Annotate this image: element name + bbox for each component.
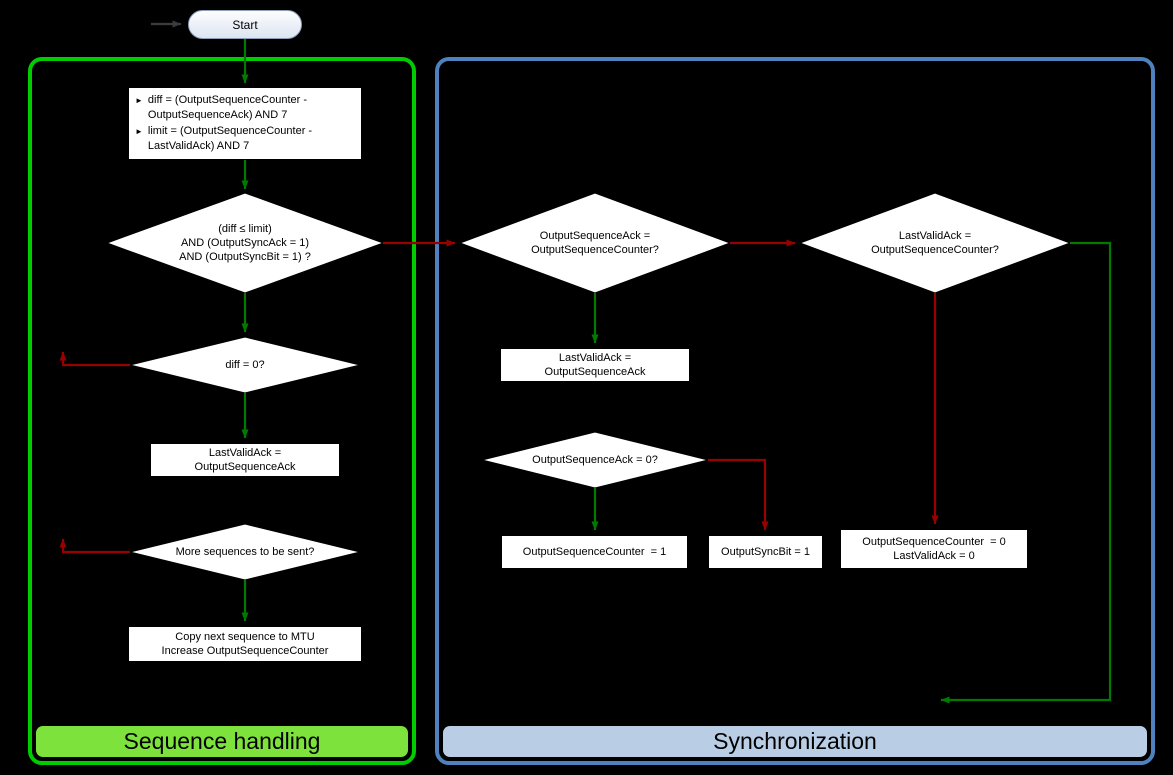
arrow-last-valid-yes-loop: [940, 241, 1112, 704]
more-sequences-diamond: [129, 523, 361, 581]
group-synchronization: Synchronization: [435, 57, 1155, 765]
init-limit-expression: limit = (OutputSequenceCounter - LastVal…: [147, 124, 313, 153]
copy-next-sequence-node: Copy next sequence to MTU Increase Outpu…: [128, 626, 362, 662]
ack-eq-counter-diamond: [458, 192, 732, 294]
sync-bit-one-node: OutputSyncBit = 1: [708, 535, 823, 569]
start-label: Start: [232, 17, 258, 32]
start-node: Start: [188, 10, 302, 39]
bullet-icon: ►: [135, 126, 143, 136]
sync-set-last-valid-ack-node: LastValidAck = OutputSequenceAck: [500, 348, 690, 382]
bullet-icon: ►: [135, 96, 143, 105]
init-variables-node: ► diff = (OutputSequenceCounter - Output…: [128, 87, 362, 160]
group-sequence-handling: Sequence handling: [28, 57, 416, 765]
arrow-more-seq-no-left: [59, 538, 130, 554]
ack-zero-diamond: [481, 431, 709, 489]
last-valid-eq-counter-diamond: [798, 192, 1072, 294]
arrow-diff-zero-no-left: [59, 351, 130, 367]
counter-one-node: OutputSequenceCounter = 1: [501, 535, 688, 569]
group-label-sequence-handling: Sequence handling: [36, 726, 408, 757]
check-sync-diamond: [105, 192, 385, 294]
init-bullet-line: ► diff = (OutputSequenceCounter - Output…: [135, 93, 355, 124]
counter-zero-node: OutputSequenceCounter = 0 LastValidAck =…: [840, 529, 1028, 569]
set-last-valid-ack-node: LastValidAck = OutputSequenceAck: [150, 443, 340, 477]
arrow-ack-zero-no-to-sync-bit-one: [708, 458, 769, 531]
init-bullet-line: ► limit = (OutputSequenceCounter - LastV…: [135, 124, 355, 155]
group-label-synchronization: Synchronization: [443, 726, 1147, 757]
diff-zero-diamond: [129, 336, 361, 394]
init-diff-expression: diff = (OutputSequenceCounter - OutputSe…: [147, 94, 308, 122]
